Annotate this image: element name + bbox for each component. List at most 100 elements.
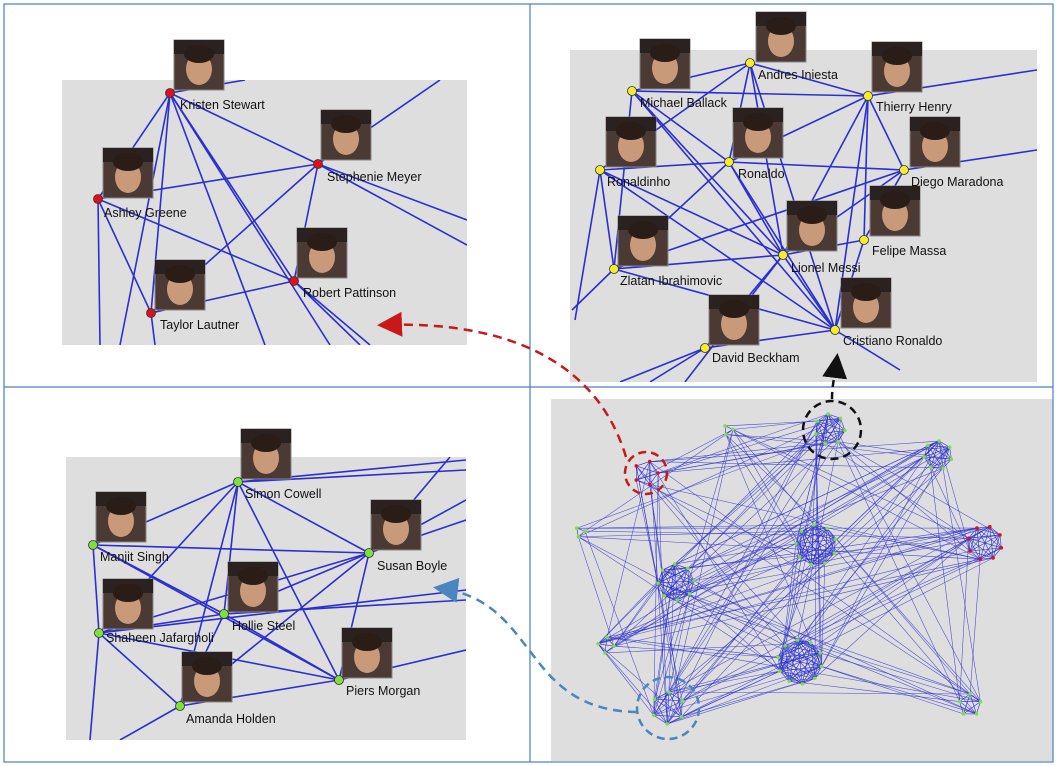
overview-edge	[939, 440, 950, 448]
edge-external-stephenie	[317, 163, 467, 221]
photo-piers	[341, 627, 393, 679]
overview-node	[813, 676, 817, 681]
overview-edge	[930, 447, 950, 468]
overview-edge	[658, 580, 694, 584]
overview-edge	[927, 445, 960, 702]
overview-edge	[821, 562, 826, 667]
talent-show-cluster	[88, 428, 466, 740]
node-ronaldo	[724, 157, 734, 167]
overview-edge	[664, 595, 822, 667]
label-manjit: Manjit Singh	[100, 550, 169, 564]
edge-ronaldinho-zlatan	[599, 169, 615, 270]
edge-external-beckham	[619, 347, 706, 382]
photo-simon	[240, 428, 292, 480]
overview-edge	[657, 472, 668, 724]
edge-manjit-shaheen	[92, 544, 100, 634]
overview-edge	[657, 442, 826, 474]
overview-edge	[927, 445, 952, 460]
overview-edge	[613, 557, 994, 647]
overview-edge	[598, 550, 971, 645]
node-ronaldinho	[595, 165, 605, 175]
overview-edge	[578, 530, 802, 537]
label-susan: Susan Boyle	[377, 559, 447, 573]
overview-edge	[667, 670, 781, 725]
overview-edge	[682, 670, 781, 701]
label-zlatan: Zlatan Ibrahimovic	[620, 274, 722, 288]
overview-edge	[613, 645, 779, 658]
overview-edge	[819, 652, 981, 702]
overview-edge	[779, 531, 802, 672]
overview-edge	[681, 700, 683, 717]
label-ballack: Michael Ballack	[640, 96, 728, 110]
overview-node	[680, 698, 685, 703]
node-cristiano	[830, 325, 840, 335]
overview-edge	[969, 559, 981, 695]
overview-edge	[597, 643, 654, 716]
photo-beckham	[708, 294, 760, 346]
overview-edge	[662, 569, 695, 582]
overview-edge	[654, 429, 734, 700]
overview-node	[926, 443, 930, 448]
overview-node	[652, 697, 657, 702]
overview-edge	[649, 484, 682, 717]
edge-ronaldinho-cristiano	[599, 169, 836, 331]
overview-node	[647, 459, 652, 464]
label-ashley: Ashley Greene	[104, 206, 187, 220]
overview-edge	[959, 701, 977, 715]
overview-edge	[821, 440, 940, 667]
overview-node	[949, 457, 954, 462]
overview-edge	[969, 693, 977, 715]
overview-edge	[834, 447, 950, 554]
overview-edge	[584, 530, 969, 539]
node-robert	[289, 276, 299, 286]
overview-edge	[606, 636, 615, 647]
photo-massa	[869, 185, 921, 237]
label-massa: Felipe Massa	[872, 244, 946, 258]
overview-edge	[668, 691, 683, 701]
overview-edge	[799, 552, 835, 558]
overview-node	[656, 581, 660, 586]
twilight-cluster	[93, 39, 467, 345]
overview-node	[651, 713, 656, 718]
overview-edge	[576, 430, 846, 529]
overview-edge	[949, 447, 952, 460]
edge-external-kristen	[169, 92, 331, 345]
overview-edge	[795, 543, 801, 557]
overview-edge	[795, 543, 812, 565]
overview-node	[957, 699, 962, 704]
overview-edge	[689, 543, 797, 595]
overview-node	[941, 466, 945, 470]
overview-edge	[613, 563, 675, 647]
overview-node	[823, 561, 827, 565]
overview-edge	[636, 461, 650, 467]
overview-edge	[653, 715, 668, 725]
photo-stephenie	[320, 109, 372, 161]
overview-node	[662, 593, 666, 598]
overview-edge	[576, 524, 814, 529]
overview-node	[612, 644, 616, 648]
overview-node	[634, 464, 639, 468]
overview-edge	[837, 441, 971, 552]
overview-node	[665, 722, 669, 726]
overview-edge	[801, 528, 828, 532]
overview-node	[998, 533, 1002, 537]
overview-edge	[725, 434, 836, 540]
edge-external-shaheen	[98, 589, 466, 634]
overview-edge	[674, 433, 817, 565]
overview-edge	[636, 465, 798, 641]
overview-edge	[636, 465, 650, 485]
overview-edge	[689, 593, 781, 672]
overview-node	[672, 562, 677, 566]
overview-edge	[976, 527, 1002, 549]
overview-edge	[778, 645, 786, 658]
overview-edge	[942, 468, 981, 702]
overview-network	[574, 412, 1004, 726]
overview-node	[660, 568, 665, 572]
overview-node	[809, 562, 814, 567]
overview-edge	[930, 440, 940, 468]
overview-edge	[681, 552, 835, 717]
label-cristiano: Cristiano Ronaldo	[843, 334, 942, 348]
overview-edge	[963, 701, 981, 715]
overview-edge	[779, 670, 815, 679]
overview-edge	[681, 557, 994, 717]
